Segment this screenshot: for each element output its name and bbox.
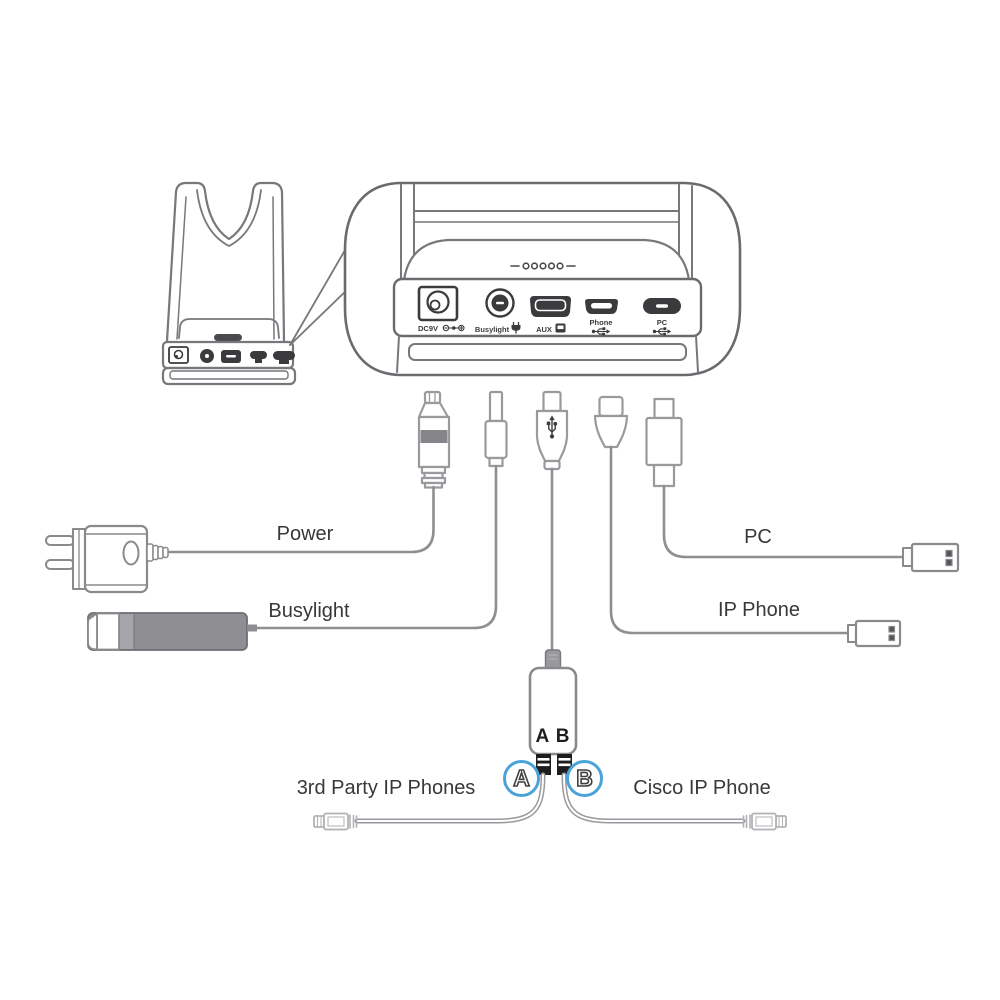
cables xyxy=(165,445,906,653)
pc-label: PC xyxy=(744,526,772,548)
port-label-aux: AUX xyxy=(536,325,552,334)
phone-plug-connector xyxy=(593,395,629,449)
busylight-label: Busylight xyxy=(268,600,350,622)
busylight-device xyxy=(87,612,257,651)
rj-connector-b xyxy=(742,812,787,831)
port-busylight: Busylight xyxy=(475,288,521,334)
port-phone: Phone xyxy=(585,299,618,337)
power-cable xyxy=(165,485,435,554)
splitter-connector-a xyxy=(536,754,551,775)
port-label-phone: Phone xyxy=(590,318,613,327)
pc-cable xyxy=(662,484,906,559)
aux-device-icon xyxy=(555,323,566,333)
adapter-prong-bottom xyxy=(45,559,75,570)
cradle-phone-port-icon xyxy=(250,351,267,359)
aux-splitter xyxy=(528,649,578,775)
pc-plug-connector xyxy=(645,397,683,488)
ip-phone-label: IP Phone xyxy=(718,599,800,621)
power-adapter xyxy=(45,524,169,594)
port-label-busylight: Busylight xyxy=(475,325,510,334)
cradle-dc-port-icon xyxy=(168,346,189,364)
cisco-ip-phone-label: Cisco IP Phone xyxy=(633,777,771,799)
adapter-prong-top xyxy=(45,535,75,546)
busylight-plug-connector xyxy=(484,390,508,468)
indicator-dots-icon xyxy=(510,262,576,270)
badge-b: B xyxy=(566,760,603,797)
cradle-ports xyxy=(168,346,295,364)
cradle-pc-port-icon xyxy=(273,351,295,360)
busylight-cable xyxy=(255,464,498,630)
splitter-ab-label: A B xyxy=(535,726,571,747)
badge-a: A xyxy=(503,760,540,797)
pc-usb-connector xyxy=(902,542,960,573)
power-plug-connector xyxy=(417,390,451,489)
ip-phone-usb-connector xyxy=(847,619,902,648)
phone-cable xyxy=(609,445,851,635)
splitter-cables xyxy=(354,772,746,824)
port-pc: PC xyxy=(643,298,681,337)
power-label: Power xyxy=(276,523,334,545)
third-party-ip-phones-label: 3rd Party IP Phones xyxy=(296,777,476,799)
busylight-plug-icon xyxy=(511,321,521,334)
port-aux: AUX xyxy=(530,296,571,334)
port-dc9v: DC9V xyxy=(417,285,465,333)
dc-polarity-icon xyxy=(442,324,465,332)
cradle-notch xyxy=(214,334,242,341)
port-label-dc9v: DC9V xyxy=(418,324,438,333)
rj-connector-a xyxy=(313,812,358,831)
port-label-pc: PC xyxy=(657,318,668,327)
